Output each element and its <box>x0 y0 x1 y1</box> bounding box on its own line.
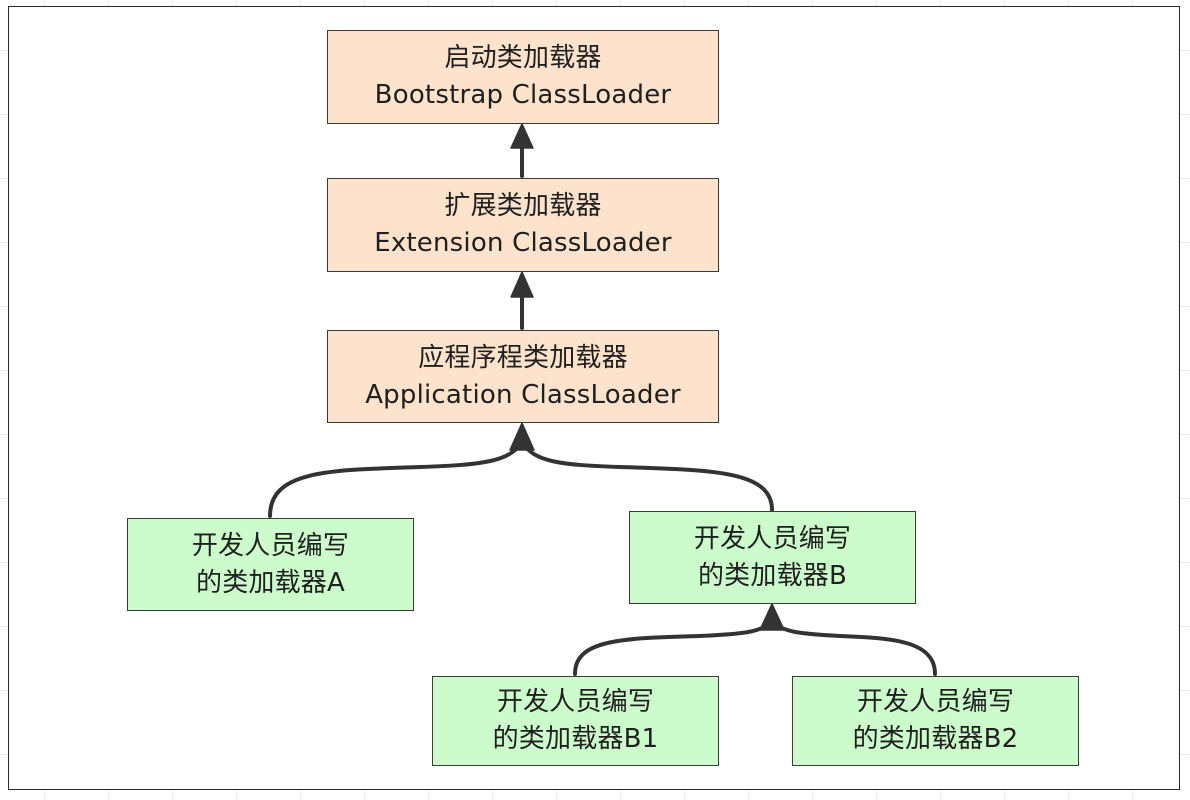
node-custom-loader-b2: 开发人员编写 的类加载器B2 <box>792 676 1079 766</box>
node-custom-b2-line1: 开发人员编写 <box>856 687 1015 717</box>
node-bootstrap-title: 启动类加载器 <box>444 43 602 73</box>
node-custom-b-line2: 的类加载器B <box>697 560 848 591</box>
node-extension-title: 扩展类加载器 <box>444 191 602 221</box>
node-custom-loader-a: 开发人员编写 的类加载器A <box>127 518 414 611</box>
node-extension-classloader: 扩展类加载器 Extension ClassLoader <box>327 178 719 272</box>
node-extension-subtitle: Extension ClassLoader <box>374 228 672 258</box>
node-custom-b1-line2: 的类加载器B1 <box>492 724 659 754</box>
node-bootstrap-subtitle: Bootstrap ClassLoader <box>374 80 672 110</box>
node-custom-loader-b: 开发人员编写 的类加载器B <box>629 511 916 604</box>
node-application-title: 应程序程类加载器 <box>418 342 628 373</box>
node-custom-loader-b1: 开发人员编写 的类加载器B1 <box>432 676 719 766</box>
node-application-subtitle: Application ClassLoader <box>365 379 681 410</box>
node-custom-b1-line1: 开发人员编写 <box>496 687 655 717</box>
node-application-classloader: 应程序程类加载器 Application ClassLoader <box>327 330 719 423</box>
node-custom-a-line2: 的类加载器A <box>196 567 345 598</box>
node-custom-b-line1: 开发人员编写 <box>693 523 852 554</box>
node-custom-b2-line2: 的类加载器B2 <box>852 724 1019 754</box>
node-custom-a-line1: 开发人员编写 <box>191 530 350 561</box>
node-bootstrap-classloader: 启动类加载器 Bootstrap ClassLoader <box>327 30 719 124</box>
